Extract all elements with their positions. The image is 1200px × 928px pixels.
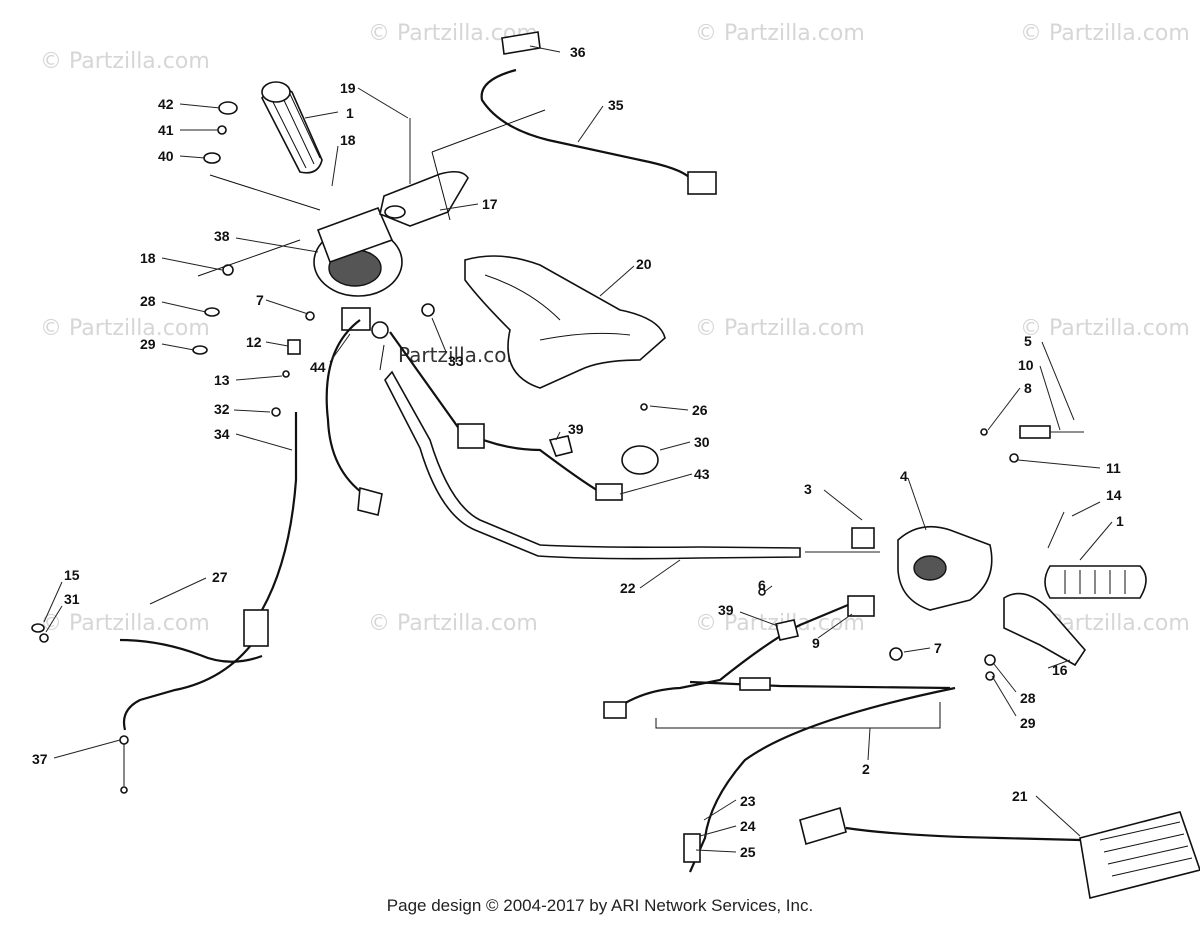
callout-5: 5 [1024, 333, 1032, 349]
callout-41: 41 [158, 122, 174, 138]
callout-9: 9 [812, 635, 820, 651]
callout-8: 8 [1024, 380, 1032, 396]
heater-element [799, 806, 1200, 899]
callout-2: 2 [862, 761, 870, 777]
wire-harness [389, 331, 951, 729]
callout-22: 22 [620, 580, 636, 596]
right-switch-housing [847, 525, 1087, 667]
footer-copyright: Page design © 2004-2017 by ARI Network S… [386, 896, 814, 915]
callout-36: 36 [570, 44, 586, 60]
callouts: 36 19 1 35 42 41 18 40 17 38 20 18 28 7 … [32, 44, 1124, 860]
callout-42: 42 [158, 96, 174, 112]
callout-37: 37 [32, 751, 48, 767]
callout-14: 14 [1106, 487, 1122, 503]
callout-7: 7 [256, 292, 264, 308]
callout-1b: 1 [1116, 513, 1124, 529]
callout-39: 39 [568, 421, 584, 437]
brake-cable [683, 686, 956, 873]
callout-24: 24 [740, 818, 756, 834]
callout-29: 29 [140, 336, 156, 352]
callout-21: 21 [1012, 788, 1028, 804]
callout-32: 32 [214, 401, 230, 417]
callout-13: 13 [214, 372, 230, 388]
callout-12: 12 [246, 334, 262, 350]
callout-30: 30 [694, 434, 710, 450]
callout-4: 4 [900, 468, 908, 484]
hand-guard [464, 255, 666, 389]
handlebar [379, 344, 880, 560]
right-grip [1044, 565, 1147, 599]
watermark-center: Partzilla.com [398, 343, 526, 367]
watermark: © Partzilla.com [1020, 21, 1190, 46]
callout-18b: 18 [140, 250, 156, 266]
callout-7b: 7 [934, 640, 942, 656]
callout-31: 31 [64, 591, 80, 607]
callout-38: 38 [214, 228, 230, 244]
heater-cable-top [431, 31, 717, 221]
watermark: © Partzilla.com [1020, 316, 1190, 341]
watermark: © Partzilla.com [695, 21, 865, 46]
small-hardware [31, 101, 1084, 681]
callout-44: 44 [310, 359, 326, 375]
watermark: © Partzilla.com [40, 316, 210, 341]
callout-23: 23 [740, 793, 756, 809]
callout-10: 10 [1018, 357, 1034, 373]
callout-33: 33 [448, 353, 464, 369]
throttle-cable [119, 412, 298, 794]
callout-27: 27 [212, 569, 228, 585]
callout-39b: 39 [718, 602, 734, 618]
callout-43: 43 [694, 466, 710, 482]
left-grip [261, 81, 323, 174]
callout-20: 20 [636, 256, 652, 272]
callout-6: 6 [758, 577, 766, 593]
callout-16: 16 [1052, 662, 1068, 678]
callout-29b: 29 [1020, 715, 1036, 731]
callout-11: 11 [1106, 460, 1121, 476]
callout-28b: 28 [1020, 690, 1036, 706]
watermark: © Partzilla.com [40, 611, 210, 636]
watermark: © Partzilla.com [695, 316, 865, 341]
throttle-block [379, 170, 469, 227]
callout-35: 35 [608, 97, 624, 113]
watermark: © Partzilla.com [40, 49, 210, 74]
callout-15: 15 [64, 567, 80, 583]
callout-19: 19 [340, 80, 356, 96]
callout-18: 18 [340, 132, 356, 148]
callout-17: 17 [482, 196, 498, 212]
callout-1: 1 [346, 105, 354, 121]
leader-lines [43, 45, 1113, 853]
callout-28: 28 [140, 293, 156, 309]
callout-34: 34 [214, 426, 230, 442]
callout-25: 25 [740, 844, 756, 860]
left-switch-housing [313, 206, 403, 516]
callout-26: 26 [692, 402, 708, 418]
callout-3: 3 [804, 481, 812, 497]
callout-40: 40 [158, 148, 174, 164]
watermark: © Partzilla.com [368, 611, 538, 636]
